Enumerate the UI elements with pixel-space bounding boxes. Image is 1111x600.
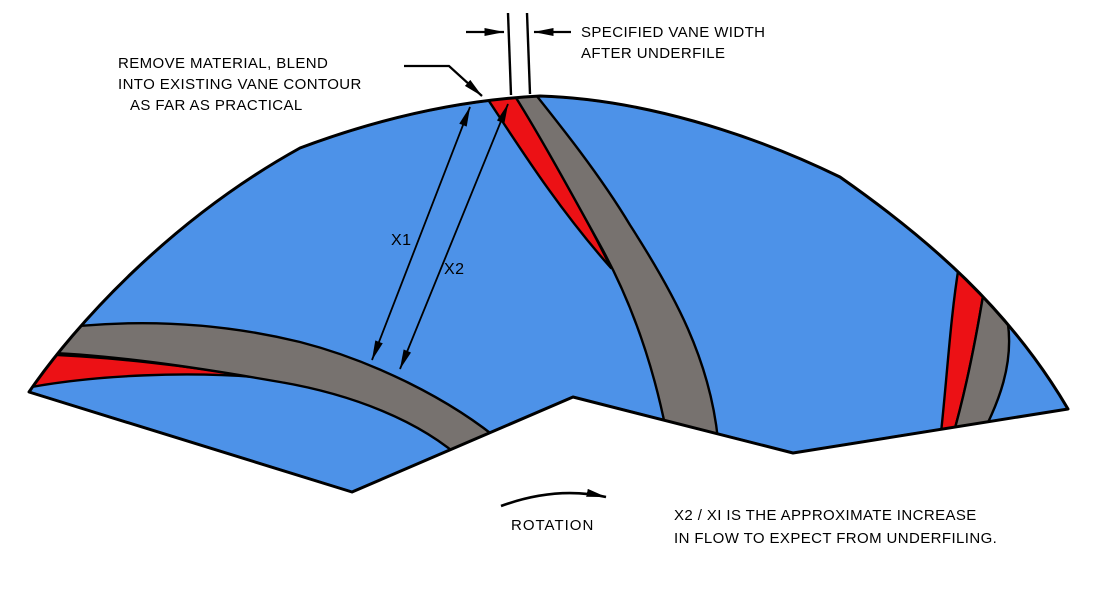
vane-width-callout: SPECIFIED VANE WIDTH AFTER UNDERFILE (581, 24, 765, 62)
flow-note: X2 / XI IS THE APPROXIMATE INCREASE IN F… (674, 507, 997, 547)
dim-x2-arrow (399, 103, 509, 370)
remove-material-callout: REMOVE MATERIAL, BLEND INTO EXISTING VAN… (118, 55, 362, 114)
impeller-body-group (29, 96, 1068, 492)
vane-width-line-1: SPECIFIED VANE WIDTH (581, 24, 765, 41)
rotation-label: ROTATION (511, 517, 594, 534)
remove-material-leader-line (404, 64, 483, 97)
impeller-body-outline (27, 94, 1070, 494)
rotation-arrow-icon (500, 488, 607, 508)
remove-material-line-3: AS FAR AS PRACTICAL (130, 97, 303, 114)
dim-x2-label: X2 (444, 261, 464, 278)
width-extension-line-left (506, 12, 513, 96)
width-extension-line-right (525, 12, 532, 95)
flow-note-line-2: IN FLOW TO EXPECT FROM UNDERFILING. (674, 530, 997, 547)
vane-width-line-2: AFTER UNDERFILE (581, 45, 725, 62)
remove-material-line-2: INTO EXISTING VANE CONTOUR (118, 76, 362, 93)
remove-material-line-1: REMOVE MATERIAL, BLEND (118, 55, 328, 72)
flow-note-line-1: X2 / XI IS THE APPROXIMATE INCREASE (674, 507, 977, 524)
dim-x1-label: X1 (391, 232, 411, 249)
